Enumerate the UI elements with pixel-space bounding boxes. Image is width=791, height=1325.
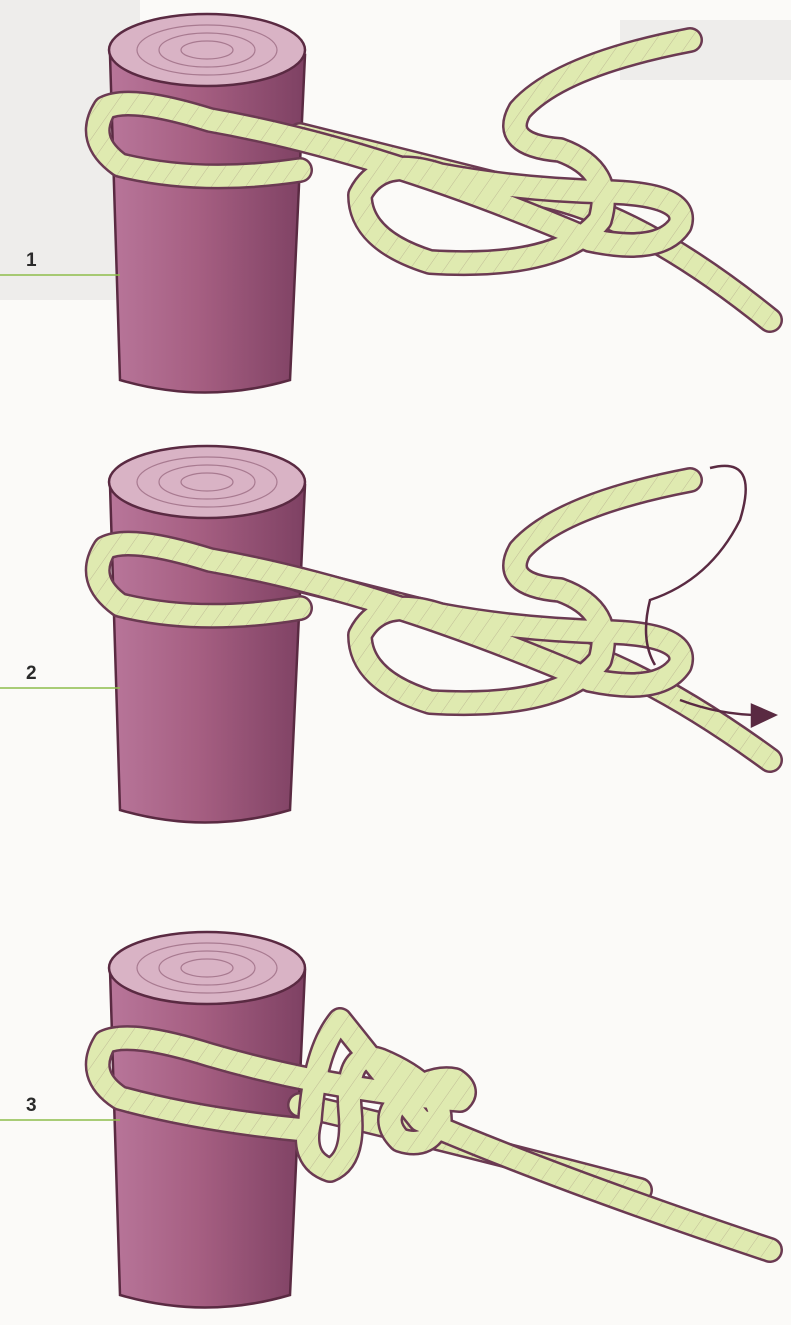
post-icon [109, 446, 305, 823]
step-2-figure [0, 446, 775, 823]
post-icon [109, 14, 305, 393]
step-2-label: 2 [26, 663, 37, 685]
step-1-label: 1 [26, 250, 37, 272]
step-3-label: 3 [26, 1095, 37, 1117]
step-3-figure [0, 932, 770, 1308]
